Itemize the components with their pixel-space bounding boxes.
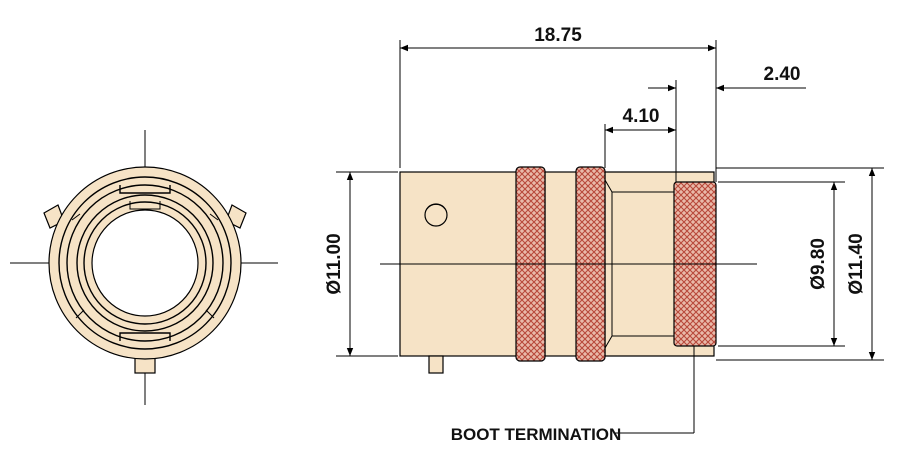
diameter-boot-outer-label: Ø11.40 — [846, 233, 867, 294]
dimension-labels: 18.75 2.40 4.10 Ø11.00 Ø9.80 Ø11.40 BOOT… — [324, 25, 867, 444]
dimension-lines — [336, 40, 884, 434]
front-view-lower-notches — [75, 309, 215, 319]
front-view-bore — [91, 209, 199, 317]
boot-length-label: 2.40 — [764, 64, 801, 85]
side-view — [380, 166, 757, 374]
boot-termination-label: BOOT TERMINATION — [451, 425, 622, 444]
front-view-inner-keyway — [129, 201, 161, 210]
front-view-bottom-keyway — [119, 332, 171, 341]
side-view-pin-highlight — [426, 203, 446, 210]
overall-length-label: 18.75 — [534, 25, 582, 46]
neck-length-label: 4.10 — [623, 106, 660, 127]
front-view-ring-2 — [58, 176, 232, 350]
front-view-top-keyway — [119, 185, 171, 194]
front-view-ring-5 — [83, 201, 207, 325]
diameter-boot-inner-label: Ø9.80 — [808, 238, 829, 290]
diameter-body-label: Ø11.00 — [324, 233, 345, 294]
side-view-key — [428, 355, 444, 374]
front-view-side-notches — [71, 213, 219, 221]
front-view-ring-4 — [76, 194, 214, 332]
front-view — [10, 130, 278, 405]
front-view-ring-3 — [66, 184, 224, 342]
